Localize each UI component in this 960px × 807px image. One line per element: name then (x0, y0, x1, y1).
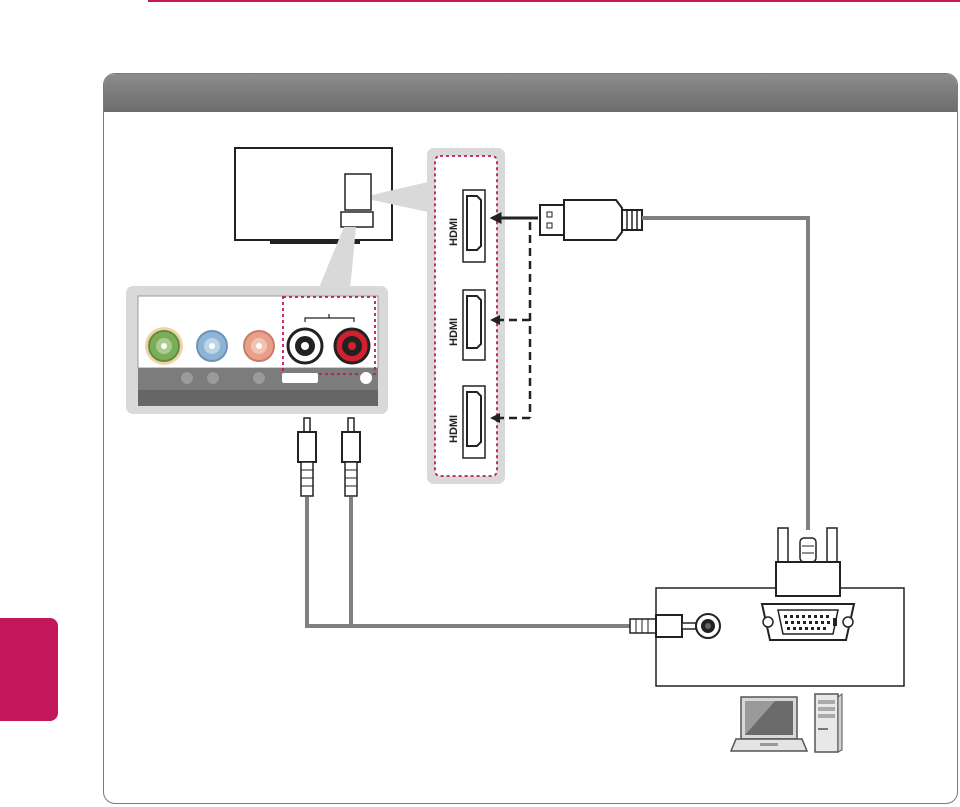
hdmi-label: HDMI (448, 318, 460, 346)
dvi-cable (642, 218, 808, 530)
audio-jack-icon (630, 614, 720, 638)
hdmi-port-icon (463, 386, 485, 458)
hdmi-label: HDMI (448, 415, 460, 443)
dvi-connector-icon (762, 528, 854, 640)
audio-cable (307, 497, 630, 626)
av-jack-salmon (244, 331, 274, 361)
av-port-panel (126, 286, 388, 414)
audio-jack-white (288, 329, 322, 363)
hdmi-label: HDMI (448, 218, 460, 246)
hdmi-port-icon (463, 290, 485, 360)
av-jack-green (145, 327, 183, 365)
audio-plug-icon (342, 418, 360, 496)
desktop-tower-icon (815, 694, 842, 752)
tv-icon (235, 148, 392, 244)
hdmi-plug-icon (540, 200, 642, 240)
audio-jack-red (335, 329, 369, 363)
audio-plug-icon (298, 418, 316, 496)
hdmi-port-icon (463, 190, 485, 262)
av-jack-blue (197, 331, 227, 361)
laptop-icon (731, 697, 807, 751)
hdmi-port-panel: HDMI HDMI HDMI (427, 148, 505, 484)
